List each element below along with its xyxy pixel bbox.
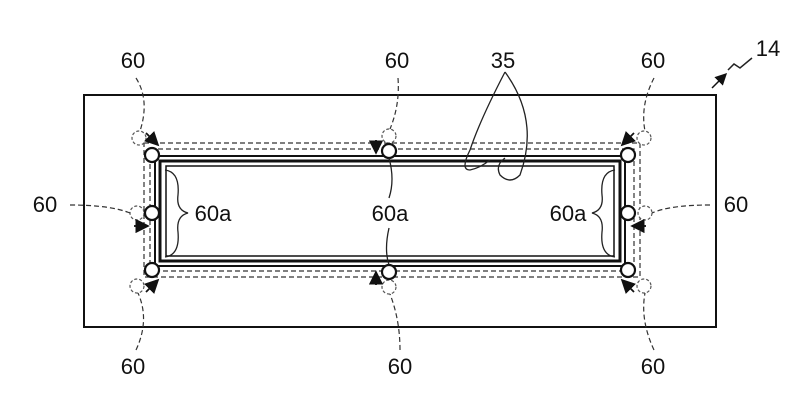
label-contact-right: 60a [550,201,587,226]
label-contact-center: 60a [372,201,409,226]
label-frame: 35 [491,48,515,73]
label-pin-top-center: 60 [385,48,409,73]
label-device: 14 [756,36,780,61]
label-pin-bottom-left: 60 [121,354,145,379]
label-pin-bottom-center: 60 [388,354,412,379]
label-pin-mid-right: 60 [724,192,748,217]
label-pin-bottom-right: 60 [641,354,665,379]
device-ref-arrow [712,74,726,88]
label-pin-top-right: 60 [641,48,665,73]
label-contact-left: 60a [195,201,232,226]
label-pin-top-left: 60 [121,48,145,73]
label-pin-mid-left: 60 [33,192,57,217]
